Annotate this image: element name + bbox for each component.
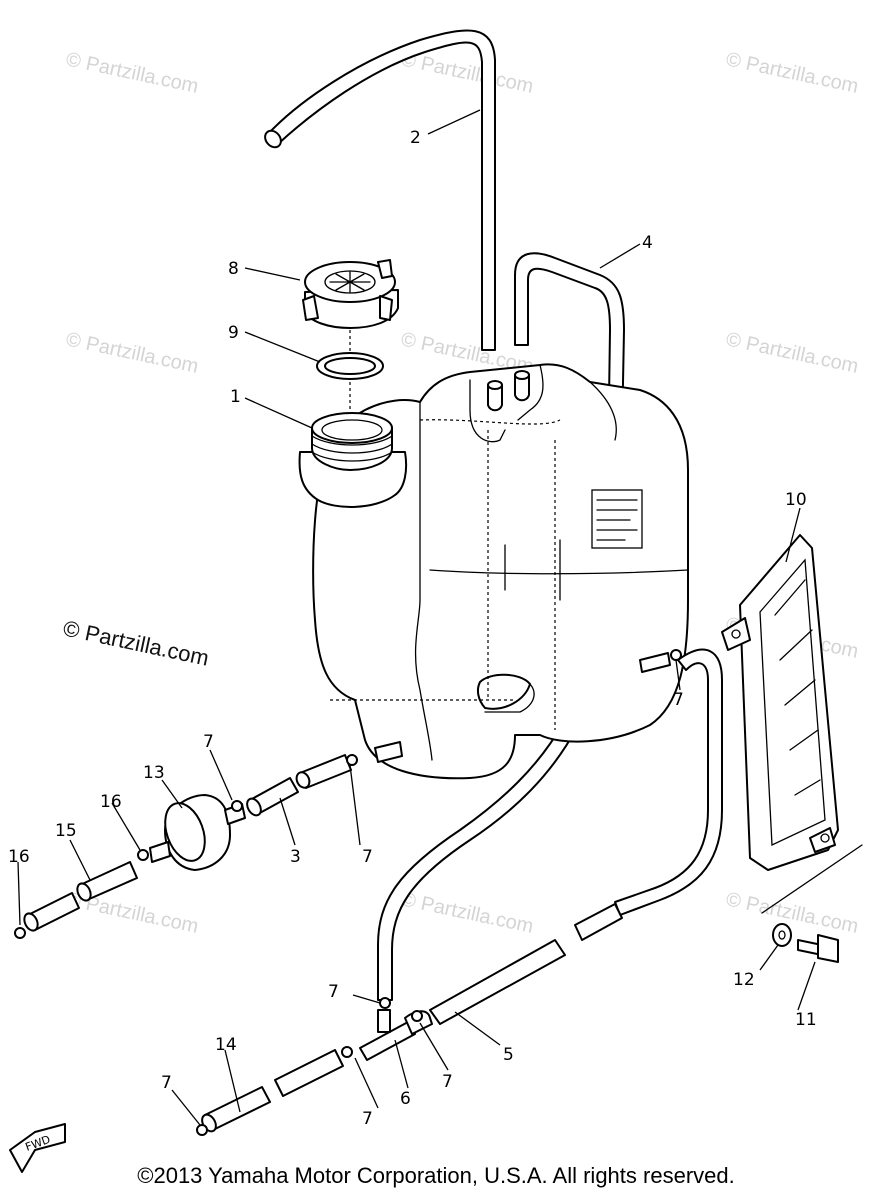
callout-5: 5 <box>503 1045 514 1065</box>
callout-3: 3 <box>290 847 301 867</box>
callout-16: 16 <box>8 847 30 867</box>
watermark: © Partzilla.com <box>724 888 860 938</box>
callout-10: 10 <box>785 490 807 510</box>
callout-7: 7 <box>442 1072 453 1092</box>
callout-16: 16 <box>100 792 122 812</box>
callout-2: 2 <box>410 128 421 148</box>
filler-neck <box>311 382 393 471</box>
leader-lines <box>17 109 816 1126</box>
tank-cap-8 <box>302 259 399 352</box>
callout-4: 4 <box>642 233 653 253</box>
watermark: © Partzilla.com <box>724 328 860 378</box>
watermark: © Partzilla.com <box>64 48 200 98</box>
callout-8: 8 <box>228 259 239 279</box>
bracket-10 <box>721 534 839 871</box>
callout-15: 15 <box>55 821 77 841</box>
hose-5 <box>429 648 723 1025</box>
callout-numbers: 1 2 3 4 5 6 7 7 7 7 7 7 7 8 9 10 11 12 1… <box>8 128 817 1129</box>
hose-3 <box>246 754 352 817</box>
callout-7: 7 <box>328 982 339 1002</box>
callout-7: 7 <box>673 690 684 710</box>
breather-hose-2 <box>264 29 496 351</box>
callout-7: 7 <box>362 1109 373 1129</box>
callout-7: 7 <box>362 847 373 867</box>
callout-6: 6 <box>400 1089 411 1109</box>
watermark: © Partzilla.com <box>724 48 860 98</box>
copyright-notice: ©2013 Yamaha Motor Corporation, U.S.A. A… <box>137 1163 735 1188</box>
callout-12: 12 <box>733 970 755 990</box>
o-ring-9 <box>316 352 384 380</box>
bolt-leader-line <box>761 844 863 914</box>
callout-11: 11 <box>795 1010 817 1030</box>
hose-clips <box>14 649 682 1136</box>
oil-filter-13 <box>149 794 246 871</box>
warning-label <box>591 489 643 549</box>
hose-14 <box>201 1049 344 1133</box>
watermark: © Partzilla.com <box>399 48 535 98</box>
callout-13: 13 <box>143 763 165 783</box>
callout-1: 1 <box>230 387 241 407</box>
callout-9: 9 <box>228 323 239 343</box>
watermark: © Partzilla.com <box>399 888 535 938</box>
washer-12 <box>772 923 792 947</box>
return-hose-4 <box>377 252 625 1001</box>
watermark: © Partzilla.com <box>64 328 200 378</box>
bolt-11 <box>797 934 839 963</box>
callout-7: 7 <box>161 1073 172 1093</box>
hose-15 <box>23 861 138 932</box>
callout-14: 14 <box>215 1035 237 1055</box>
callout-7: 7 <box>203 732 214 752</box>
partzilla-watermark-strong: © Partzilla.com <box>61 615 211 670</box>
